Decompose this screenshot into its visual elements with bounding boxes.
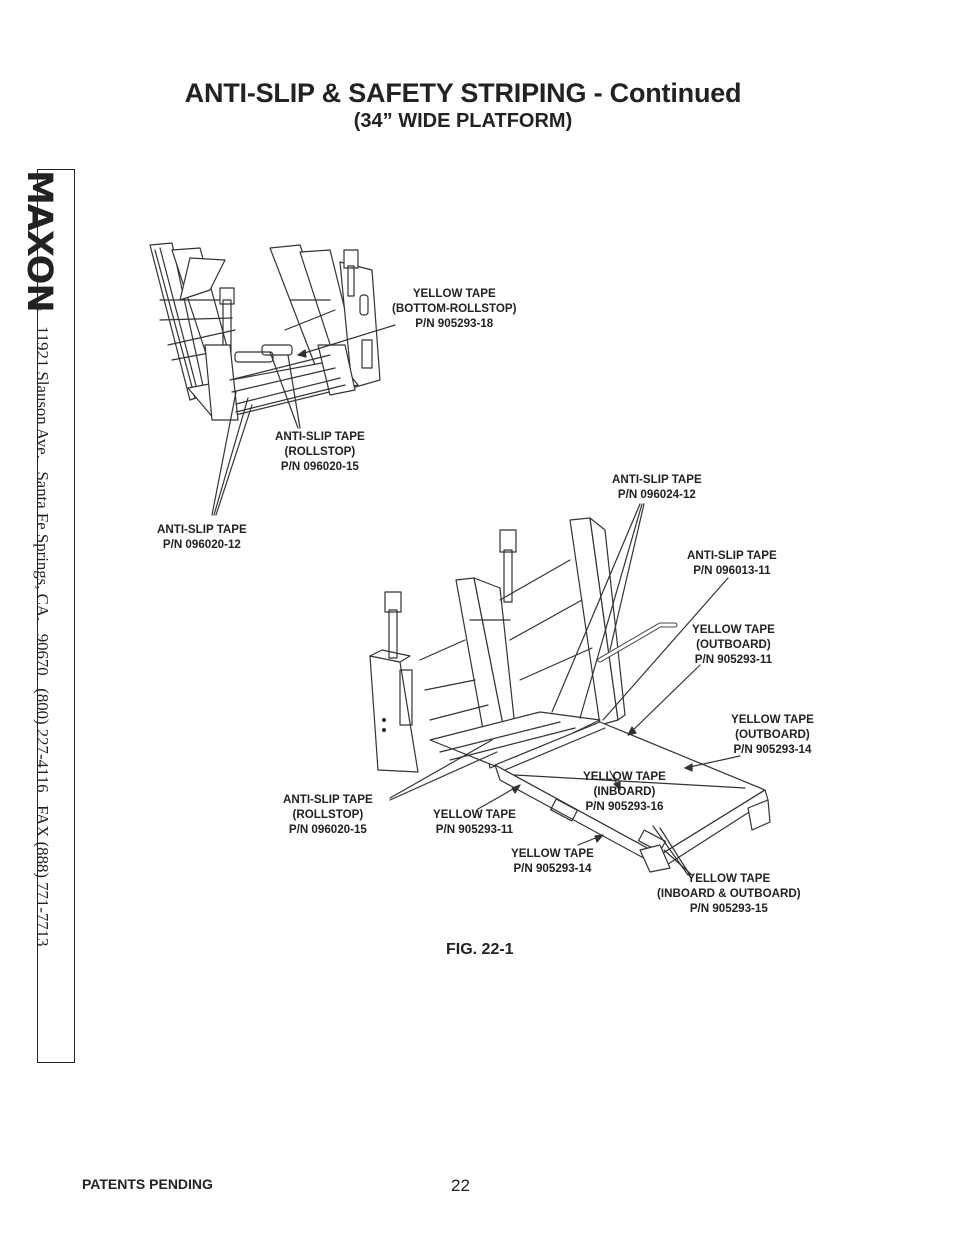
callout-top-antislip-rollstop: ANTI-SLIP TAPE (ROLLSTOP) P/N 096020-15: [275, 430, 365, 473]
callout-yellow-in-out-15: YELLOW TAPE (INBOARD & OUTBOARD) P/N 905…: [657, 872, 801, 915]
callout-bottom-antislip-rollstop: ANTI-SLIP TAPE (ROLLSTOP) P/N 096020-15: [283, 793, 373, 836]
callout-yellow-outboard-11: YELLOW TAPE (OUTBOARD) P/N 905293-11: [692, 623, 775, 666]
callout-antislip-096013: ANTI-SLIP TAPE P/N 096013-11: [687, 549, 777, 577]
callout-yellow-bottom-rollstop: YELLOW TAPE (BOTTOM-ROLLSTOP) P/N 905293…: [392, 287, 517, 330]
callout-yellow-inboard-16: YELLOW TAPE (INBOARD) P/N 905293-16: [583, 770, 666, 813]
callout-antislip-096024: ANTI-SLIP TAPE P/N 096024-12: [612, 473, 702, 501]
callout-yellow-outboard-14: YELLOW TAPE (OUTBOARD) P/N 905293-14: [731, 713, 814, 756]
page-title: ANTI-SLIP & SAFETY STRIPING - Continued: [184, 78, 742, 108]
callout-yellow-14: YELLOW TAPE P/N 905293-14: [511, 847, 594, 875]
page-number: 22: [451, 1176, 470, 1195]
sidebar-box: [37, 169, 75, 1063]
callout-yellow-11: YELLOW TAPE P/N 905293-11: [433, 808, 516, 836]
figure-caption: FIG. 22-1: [446, 941, 514, 958]
top-lift-drawing: [149, 242, 381, 421]
callout-top-antislip: ANTI-SLIP TAPE P/N 096020-12: [157, 523, 247, 551]
registered-mark: ®: [36, 304, 42, 313]
bottom-leader-lines: [389, 503, 741, 876]
bottom-lift-drawing: [369, 517, 771, 873]
patents-pending: PATENTS PENDING: [82, 1176, 213, 1192]
page-subtitle: (34” WIDE PLATFORM): [353, 110, 573, 132]
top-leader-lines: [211, 324, 396, 516]
